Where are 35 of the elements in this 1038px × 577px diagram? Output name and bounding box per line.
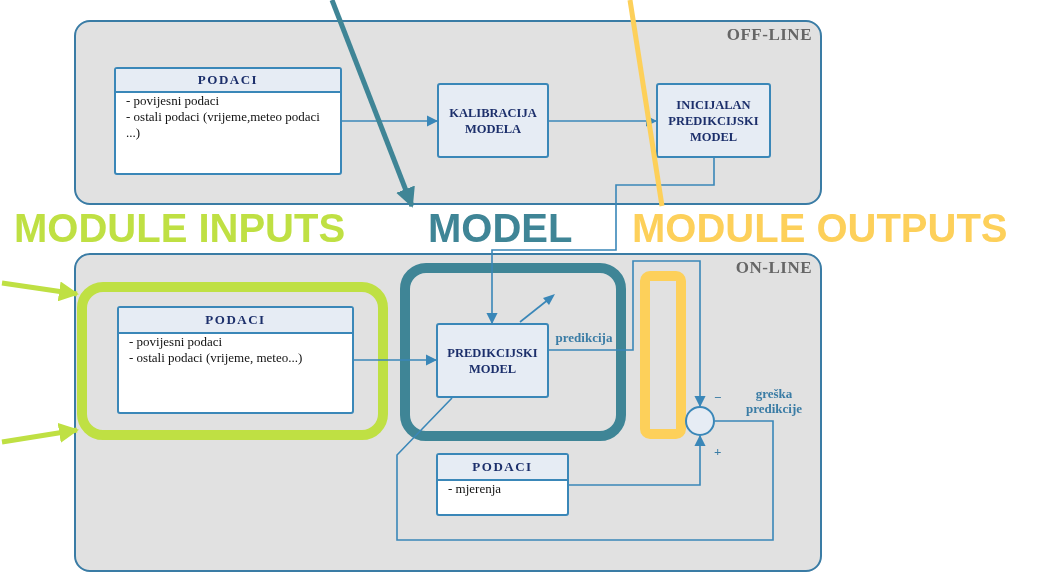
card-title: PODACI — [116, 69, 340, 93]
arrow — [353, 354, 438, 366]
arrow — [548, 115, 658, 127]
list-item: - ostali podaci (vrijeme,meteo podaci ...) — [125, 109, 321, 141]
card-title: PODACI — [119, 308, 352, 334]
process-box: INICIJALAN PREDIKCIJSKI MODEL — [656, 83, 771, 158]
arrow — [548, 260, 706, 408]
list-item: - mjerenja — [447, 481, 503, 497]
section-title: OFF-LINE — [726, 25, 812, 45]
process-box: PREDIKCIJSKI MODEL — [436, 323, 549, 398]
section-title: ON-LINE — [735, 258, 812, 278]
section-heading: MODULE OUTPUTS — [632, 206, 1008, 250]
sum-circle — [685, 406, 715, 436]
card-title: PODACI — [438, 455, 567, 481]
list-item: - ostali podaci (vrijeme, meteo...) — [128, 350, 304, 366]
arrow — [568, 434, 706, 486]
section-heading: MODEL — [428, 206, 573, 250]
section-panel — [74, 20, 822, 205]
sign-label: − — [714, 390, 722, 406]
process-box: KALIBRACIJA MODELA — [437, 83, 549, 158]
sign-label: + — [714, 444, 722, 460]
data-card — [114, 67, 342, 175]
arrow — [1, 422, 79, 445]
connector-line — [627, 0, 665, 207]
arrow — [329, 0, 415, 208]
section-heading: MODULE INPUTS — [14, 206, 346, 250]
arrow — [486, 157, 715, 325]
connector-line — [396, 397, 774, 541]
data-card — [117, 306, 354, 414]
list-item: - povijesni podaci — [125, 93, 221, 109]
arrow — [1, 280, 79, 302]
arrow — [341, 115, 439, 127]
data-card — [436, 453, 569, 516]
edge-label: predikcija — [553, 330, 615, 345]
list-item: - povijesni podaci — [128, 334, 224, 350]
